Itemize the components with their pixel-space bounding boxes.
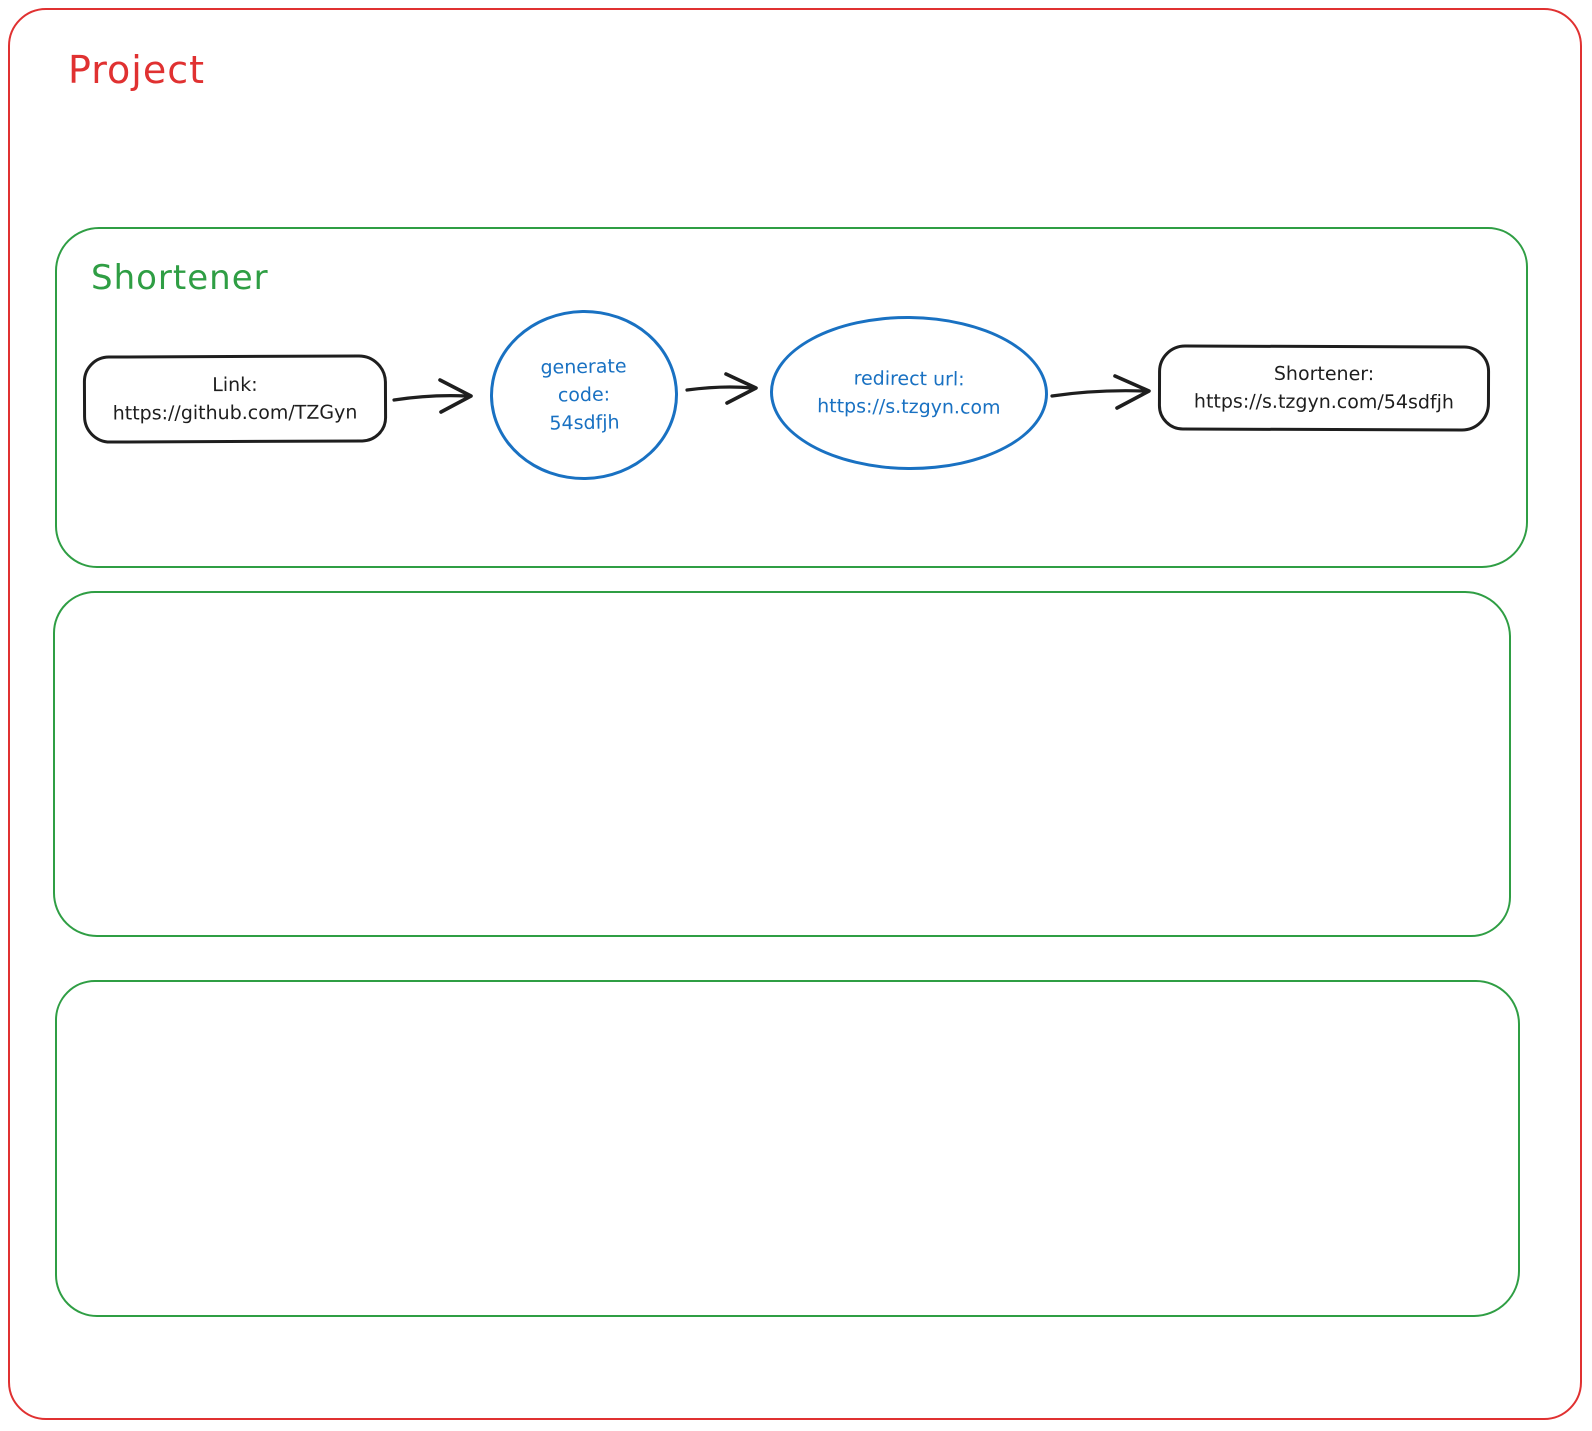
shortener-frame-label: Shortener [91,258,269,298]
shortener-frame [55,227,1528,568]
node-link-url: https://github.com/TZGyn [112,401,358,425]
node-generate-code-line2: code: [557,383,611,407]
node-redirect-url-url: https://s.tzgyn.com [817,395,1001,419]
node-shortened-result-title: Shortener: [1273,362,1375,386]
node-link: Link: https://github.com/TZGyn [82,354,388,444]
node-shortened-result-url: https://s.tzgyn.com/54sdfjh [1193,390,1454,414]
empty-frame-bottom [55,980,1520,1317]
node-generate-code-line1: generate [540,355,627,379]
project-frame-label: Project [68,48,206,92]
node-generate-code-line3: 54sdfjh [549,411,620,435]
node-shortened-result: Shortener: https://s.tzgyn.com/54sdfjh [1157,344,1491,432]
project-frame [8,8,1582,1420]
node-redirect-url-title: redirect url: [853,367,965,391]
empty-frame-middle [53,591,1511,937]
node-link-title: Link: [212,373,258,397]
